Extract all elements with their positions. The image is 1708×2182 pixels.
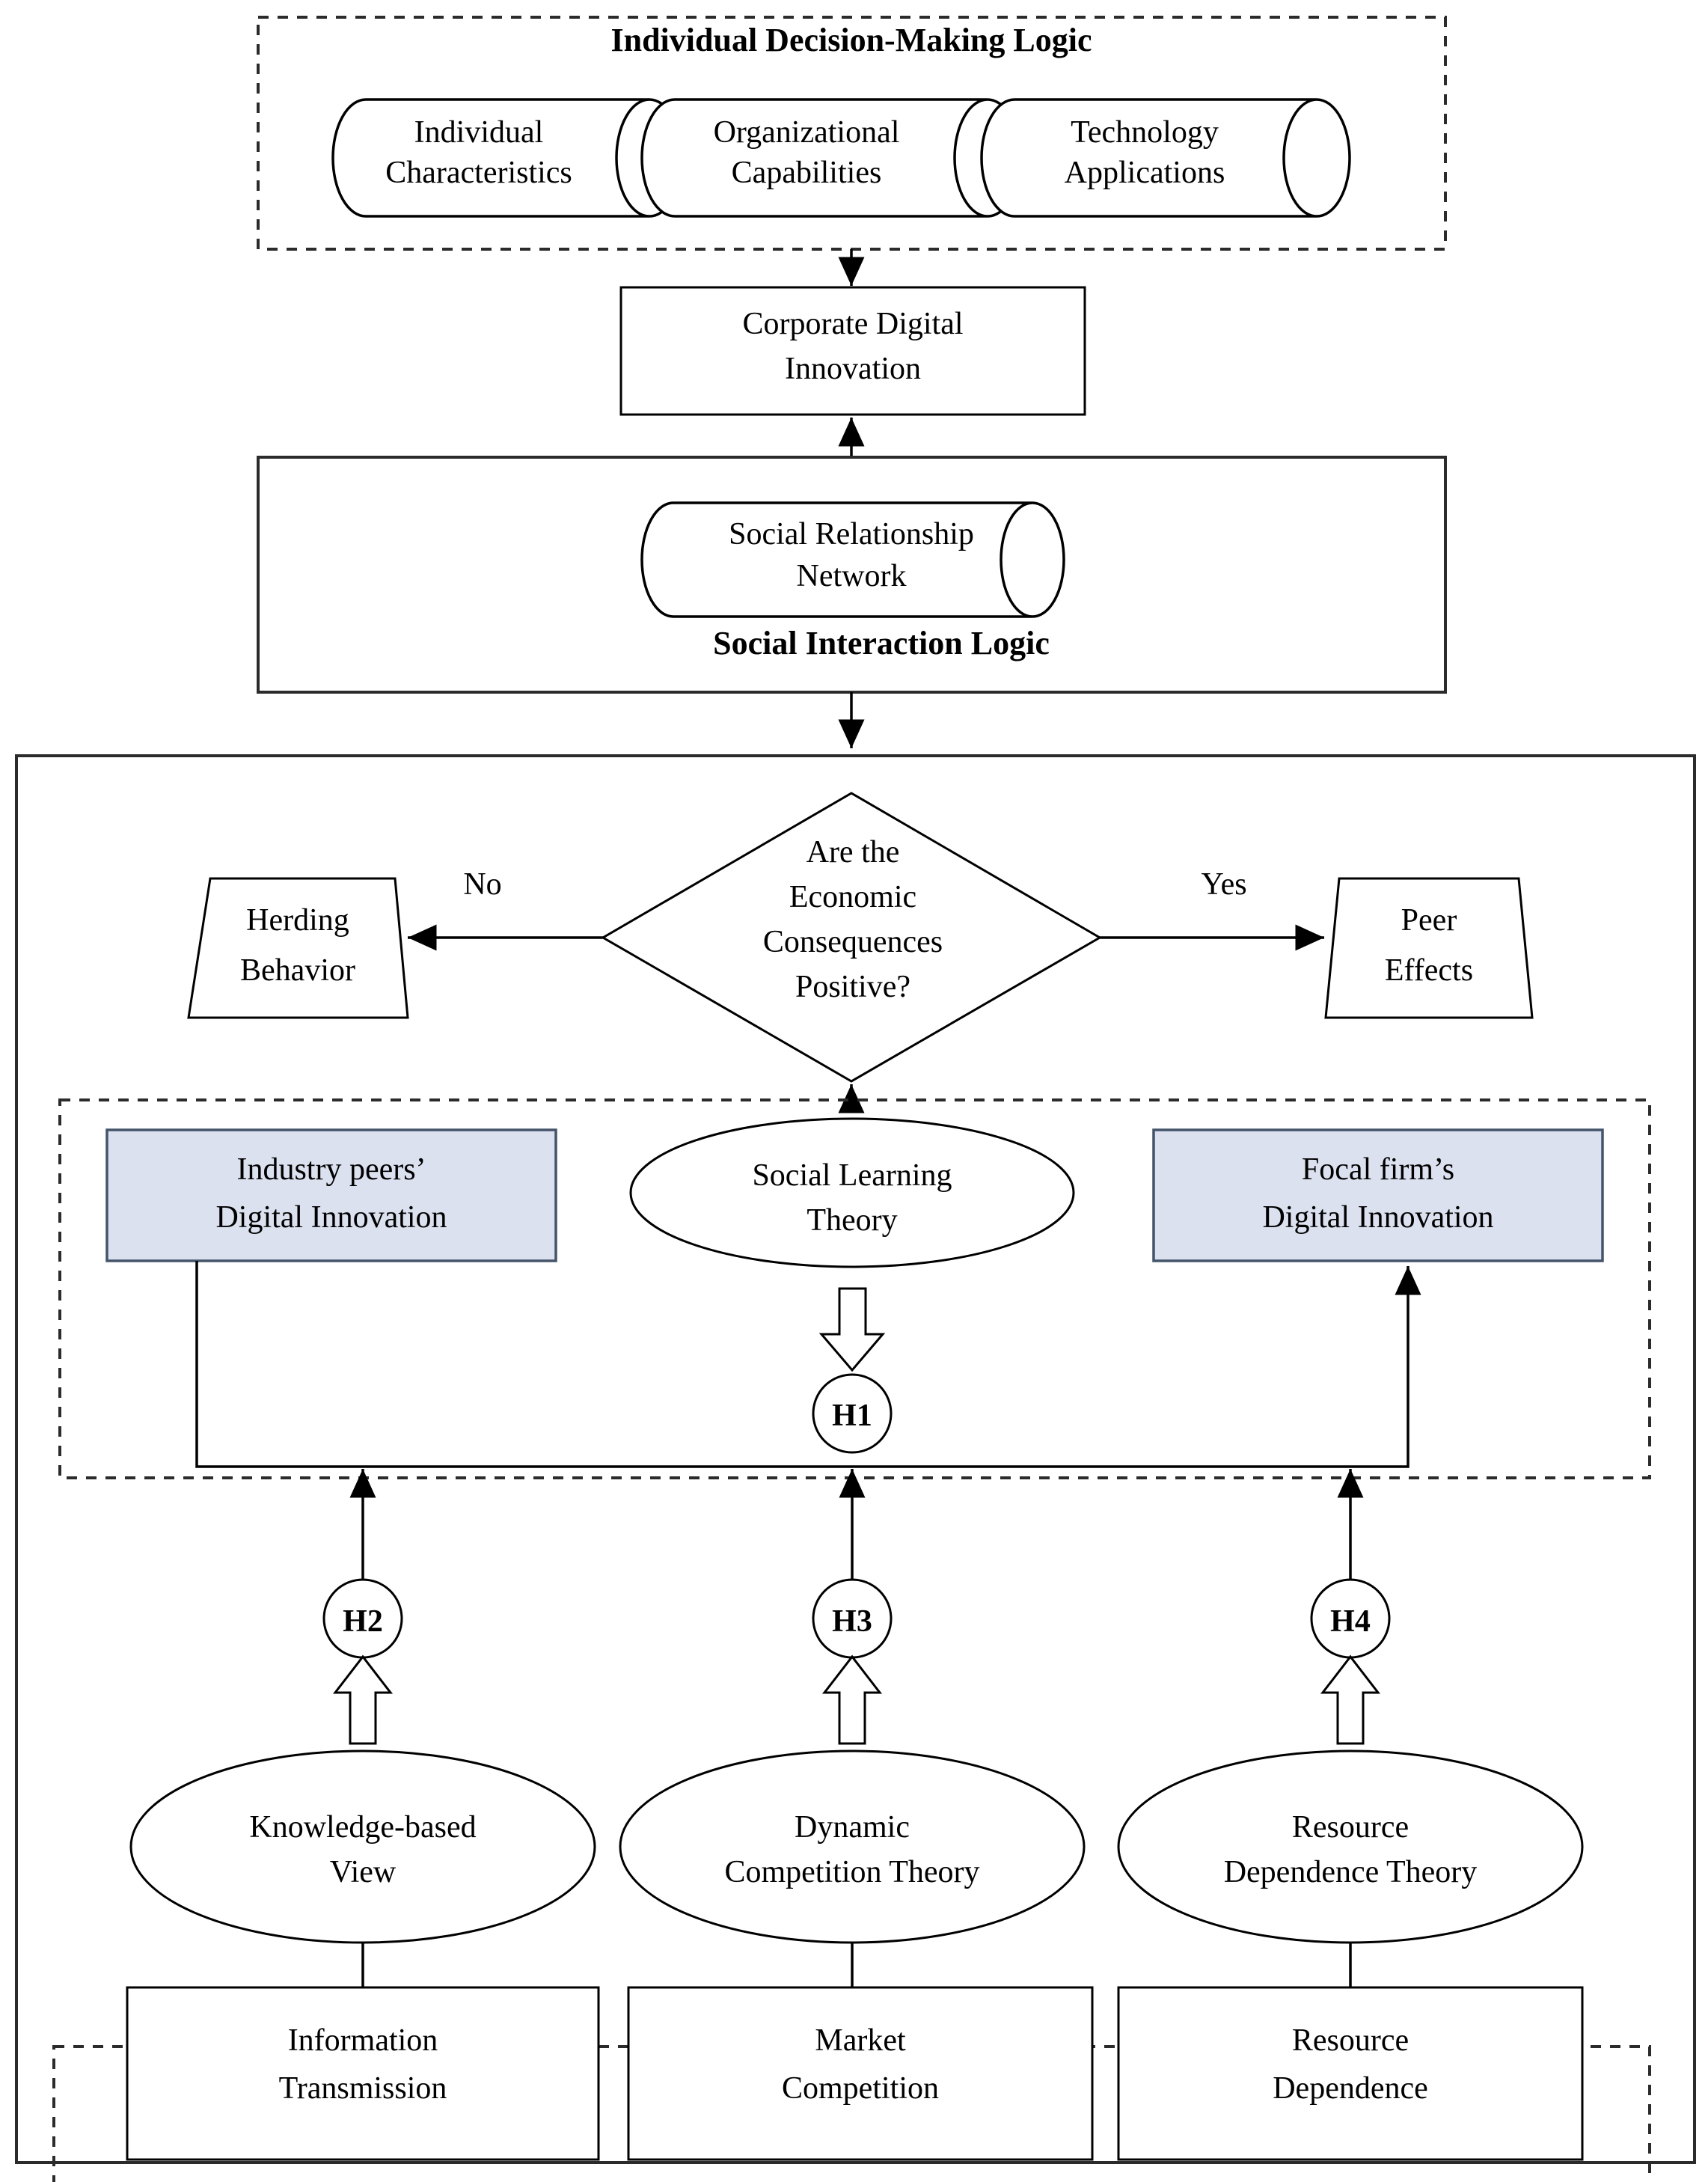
dct-label-line2: Competition Theory [724,1855,979,1889]
industry-peers-digital-innovation-box: Industry peers’ Digital Innovation [105,1128,557,1262]
resource-dependence-label-line1: Resource [1292,2023,1409,2058]
panel-title-social-logic: Social Interaction Logic [713,625,1050,661]
hypothesis-h1-label: H1 [832,1399,872,1433]
hypothesis-h3-label: H3 [832,1604,872,1639]
decision-label-line3: Consequences [763,925,943,959]
peer-effects-label-line1: Peer [1401,903,1457,938]
cylinder-social-relationship-network: Social Relationship Network [640,501,1065,618]
social-learning-label-line2: Theory [806,1203,897,1238]
cylinder-technology-applications: Technology Applications [980,98,1351,218]
block-arrow-kbv-to-h2 [332,1654,394,1745]
focal-firm-label-line2: Digital Innovation [1262,1200,1493,1235]
focal-firm-label-line1: Focal firm’s [1302,1152,1454,1187]
h1-dashed-panel: Industry peers’ Digital Innovation Focal… [58,1098,1651,1479]
corporate-digital-innovation-box: Corporate Digital Innovation [619,286,1086,416]
resource-dependence-theory-ellipse: Resource Dependence Theory [1117,1749,1584,1944]
cylinder-label-line1: Technology [1071,115,1219,150]
market-competition-label-line1: Market [815,2023,906,2058]
focal-firm-digital-innovation-box: Focal firm’s Digital Innovation [1152,1128,1604,1262]
peer-effects-label-line2: Effects [1385,953,1473,988]
corporate-label-line1: Corporate Digital [742,307,963,341]
rdt-label-line2: Dependence Theory [1224,1855,1478,1889]
market-competition-box: Market Competition [627,1986,1094,2161]
hypothesis-h2-group: H2 [322,1469,403,1745]
kbv-label-line1: Knowledge-based [249,1810,476,1845]
dynamic-competition-theory-ellipse: Dynamic Competition Theory [619,1749,1086,1944]
driving-mechanisms-panel: Information Transmission Market Competit… [52,1986,1651,2182]
industry-peers-label-line2: Digital Innovation [215,1200,447,1235]
cylinder-label-line1: Organizational [714,115,900,150]
corporate-label-line2: Innovation [785,352,921,386]
decision-label-line4: Positive? [795,970,910,1004]
individual-decision-making-logic-panel: Individual Decision-Making Logic Individ… [257,16,1447,251]
block-arrow-rdt-to-h4 [1320,1654,1381,1745]
hypothesis-h1-badge: H1 [812,1373,893,1454]
knowledge-based-view-ellipse: Knowledge-based View [129,1749,596,1944]
cylinder-label-line1: Individual [414,115,544,150]
connector-peers-to-focal-firm [195,1261,1421,1468]
panel-title-individual-logic: Individual Decision-Making Logic [610,22,1092,58]
decision-label-line2: Economic [789,880,916,914]
hypothesis-h4-label: H4 [1330,1604,1371,1639]
cylinder-label-line2: Capabilities [732,156,882,190]
info-transmission-label-line2: Transmission [279,2071,447,2106]
cylinder-organizational-capabilities: Organizational Capabilities [640,98,1022,218]
decision-diamond-economic-consequences: Are the Economic Consequences Positive? [601,792,1102,1083]
block-arrow-dct-to-h3 [821,1654,883,1745]
social-learning-label-line1: Social Learning [752,1158,952,1193]
hypothesis-h4-group: H4 [1310,1469,1391,1745]
market-competition-label-line2: Competition [782,2071,939,2106]
main-frame-border [15,754,1696,2164]
rdt-label-line1: Resource [1292,1810,1409,1845]
decision-label-line1: Are the [806,835,900,870]
social-learning-theory-ellipse: Social Learning Theory [629,1117,1075,1268]
information-transmission-box: Information Transmission [126,1986,600,2161]
social-interaction-logic-panel: Social Relationship Network Social Inter… [257,456,1447,694]
herding-label-line1: Herding [246,903,349,938]
cylinder-label-line2: Applications [1065,156,1225,190]
cylinder-label-line2: Characteristics [385,156,572,190]
herding-behavior-trapezoid: Herding Behavior [187,877,409,1019]
dct-label-line1: Dynamic [795,1810,910,1845]
industry-peers-label-line1: Industry peers’ [236,1152,426,1187]
resource-dependence-box: Resource Dependence [1117,1986,1584,2161]
cylinder-label-line2: Network [797,559,907,593]
decision-label-no: No [463,867,501,902]
hypothesis-h3-group: H3 [812,1469,893,1745]
kbv-label-line2: View [330,1855,397,1889]
herding-label-line2: Behavior [240,953,355,988]
cylinder-label-line1: Social Relationship [729,517,974,551]
peer-effects-trapezoid: Peer Effects [1324,877,1534,1019]
resource-dependence-label-line2: Dependence [1273,2071,1428,2106]
hypothesis-h2-label: H2 [343,1604,383,1639]
decision-label-yes: Yes [1201,867,1246,902]
cylinder-individual-characteristics: Individual Characteristics [331,98,684,218]
block-arrow-theory-to-h1 [818,1287,886,1372]
info-transmission-label-line1: Information [288,2023,438,2058]
